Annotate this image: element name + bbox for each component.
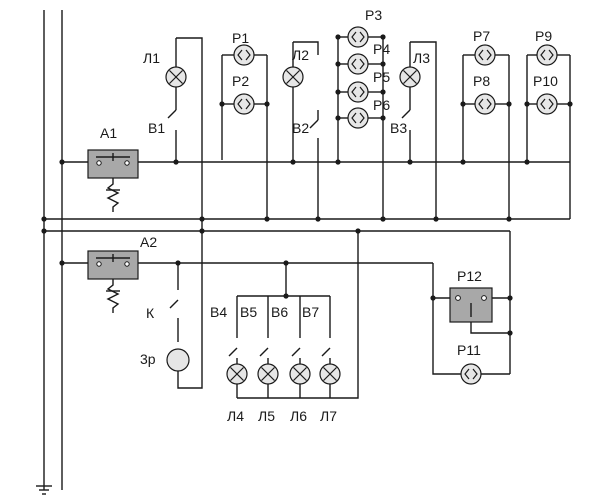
junction-dot — [59, 260, 65, 266]
wire-l3-return — [410, 41, 437, 219]
label-l1: Л1 — [143, 50, 160, 66]
label-b3: В3 — [390, 120, 407, 136]
switch-k — [169, 299, 179, 309]
junction-dot — [567, 101, 573, 107]
label-p7: Р7 — [473, 28, 490, 44]
junction-dot — [380, 216, 386, 222]
label-p8: Р8 — [473, 73, 490, 89]
lamp-l1 — [165, 66, 187, 88]
label-b4: В4 — [210, 304, 227, 320]
label-p6: Р6 — [373, 97, 390, 113]
lamp-l2 — [282, 66, 304, 88]
lamp-l7 — [319, 363, 341, 385]
junction-dot — [460, 159, 466, 165]
switch-b5 — [259, 347, 269, 357]
label-a1: A1 — [100, 125, 117, 141]
label-p1: Р1 — [232, 30, 249, 46]
junction-dot — [283, 293, 289, 299]
junction-dot — [264, 216, 270, 222]
wire-lamps-return — [237, 231, 359, 399]
junction-dot — [41, 228, 47, 234]
junction-dot — [335, 159, 341, 165]
switch-b2 — [309, 119, 319, 129]
wires — [36, 10, 573, 495]
wire — [470, 322, 510, 334]
label-p11: Р11 — [457, 342, 481, 358]
lamp-l4 — [226, 363, 248, 385]
socket-p5 — [347, 81, 369, 103]
bell-icon — [166, 348, 190, 372]
junction-dot — [524, 159, 530, 165]
socket-p10 — [536, 93, 558, 115]
junction-dot — [433, 216, 439, 222]
label-b7: В7 — [302, 304, 319, 320]
label-k: К — [146, 305, 155, 321]
label-l2: Л2 — [292, 47, 309, 63]
label-a2: A2 — [140, 234, 157, 250]
label-zr: 3р — [140, 351, 156, 367]
junction-dot — [173, 159, 179, 165]
switch-b3 — [401, 109, 411, 119]
switch-b1 — [167, 109, 177, 119]
junction-dot — [407, 159, 413, 165]
junction-dot — [264, 101, 270, 107]
socket-p9 — [536, 44, 558, 66]
socket-p6 — [347, 107, 369, 129]
junction-dot — [524, 101, 530, 107]
lamp-l3 — [399, 66, 421, 88]
junction-dot — [355, 228, 361, 234]
socket-p7 — [474, 44, 496, 66]
label-p4: Р4 — [373, 41, 390, 57]
wire-bell-return — [177, 219, 203, 389]
wire-l2-top — [293, 41, 319, 55]
switch-b6 — [291, 347, 301, 357]
components — [87, 26, 558, 385]
socket-p1 — [233, 44, 255, 66]
label-b5: В5 — [240, 304, 257, 320]
socket-p8 — [474, 93, 496, 115]
junction-dot — [506, 101, 512, 107]
socket-p2 — [233, 93, 255, 115]
label-b1: В1 — [148, 120, 165, 136]
lamp-l5 — [257, 363, 279, 385]
breaker-a1 — [87, 149, 139, 212]
label-b2: В2 — [292, 120, 309, 136]
wire-l1-return — [176, 37, 203, 162]
label-l5: Л5 — [258, 408, 275, 424]
wire — [432, 298, 461, 375]
junction-dot — [315, 216, 321, 222]
junction-dot — [507, 330, 513, 336]
junction-dot — [506, 216, 512, 222]
label-p10: Р10 — [533, 73, 558, 89]
label-l7: Л7 — [320, 408, 337, 424]
label-p3: Р3 — [365, 7, 382, 23]
label-p9: Р9 — [535, 28, 552, 44]
label-b6: В6 — [271, 304, 288, 320]
label-p2: Р2 — [232, 73, 249, 89]
socket-p11 — [460, 363, 482, 385]
junction-dot — [59, 159, 65, 165]
label-l4: Л4 — [227, 408, 244, 424]
label-p5: Р5 — [373, 69, 390, 85]
lamp-l6 — [289, 363, 311, 385]
socket-p3 — [347, 26, 369, 48]
junction-dot — [290, 159, 296, 165]
socket-p12 — [449, 287, 493, 323]
label-p12: Р12 — [457, 268, 482, 284]
label-l6: Л6 — [290, 408, 307, 424]
breaker-a2 — [87, 250, 139, 313]
junction-dot — [460, 101, 466, 107]
junction-dot — [219, 101, 225, 107]
switch-b7 — [321, 347, 331, 357]
socket-p4 — [347, 53, 369, 75]
junction-dot — [41, 216, 47, 222]
label-l3: Л3 — [413, 50, 430, 66]
switch-b4 — [228, 347, 238, 357]
